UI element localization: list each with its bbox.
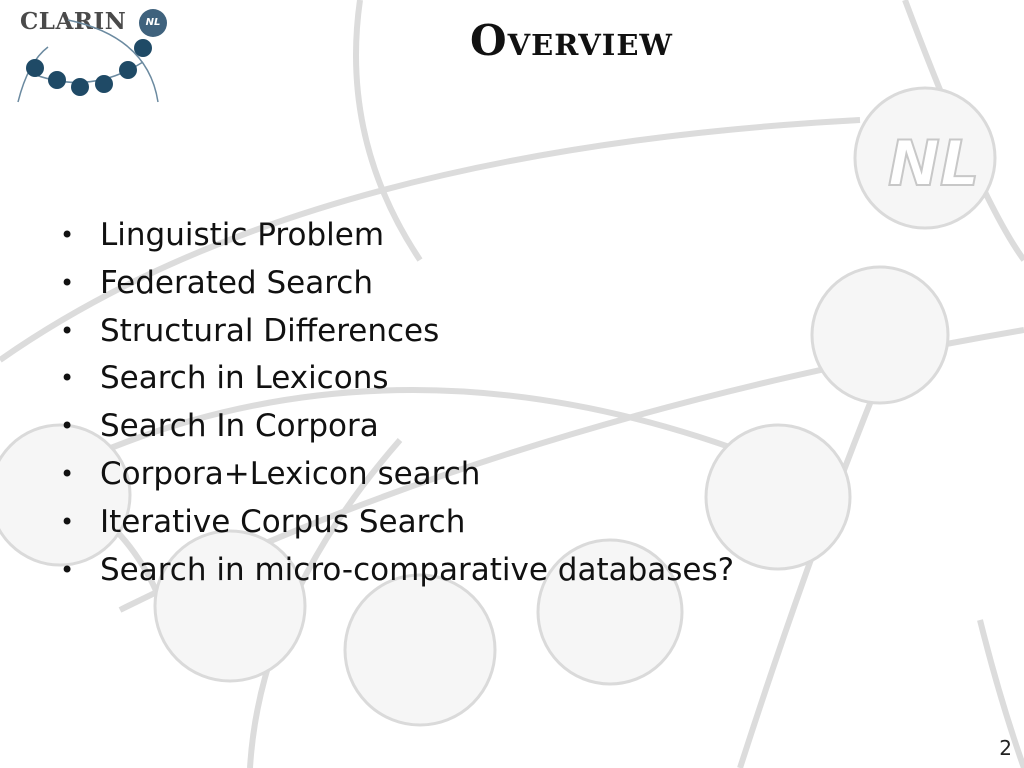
bullet-icon: •: [60, 364, 75, 393]
logo-badge: NL: [139, 9, 167, 37]
bullet-icon: •: [60, 412, 75, 441]
bullet-item: •Search in micro-comparative databases?: [60, 547, 734, 595]
bullet-item: •Search in Lexicons: [60, 355, 734, 403]
watermark-nl-glyph: NL: [888, 127, 979, 200]
bullet-item: •Linguistic Problem: [60, 212, 734, 260]
bullet-item: •Iterative Corpus Search: [60, 499, 734, 547]
page-number: 2: [999, 736, 1012, 760]
bullet-item: •Structural Differences: [60, 308, 734, 356]
bullet-icon: •: [60, 268, 75, 297]
bullet-item: •Corpora+Lexicon search: [60, 451, 734, 499]
logo-network-icon: [17, 19, 159, 103]
bullet-icon: •: [60, 555, 75, 584]
bullet-icon: •: [60, 316, 75, 345]
clarin-nl-logo: CLARIN NL: [8, 2, 188, 112]
bullet-icon: •: [60, 459, 75, 488]
bullet-icon: •: [60, 221, 75, 249]
bullet-item: •Search In Corpora: [60, 403, 734, 451]
bullet-item: •Federated Search: [60, 260, 734, 308]
bullet-list: •Linguistic Problem •Federated Search •S…: [60, 212, 734, 594]
slide-title: Overview: [470, 16, 673, 65]
bullet-icon: •: [60, 507, 75, 536]
